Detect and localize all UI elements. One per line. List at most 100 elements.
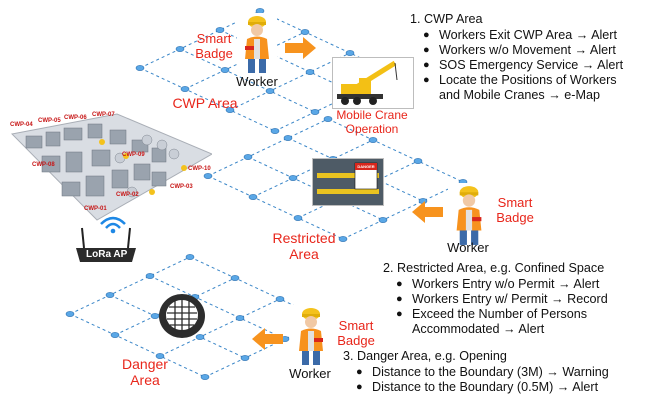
sensor-node-icon (283, 135, 293, 141)
site-label: CWP-01 (84, 206, 107, 212)
worker-label-cwp: Worker (236, 74, 278, 89)
sensor-node-icon (220, 67, 230, 73)
sensor-node-icon (235, 315, 245, 321)
worker-icon (456, 186, 482, 245)
sensor-node-icon (338, 236, 348, 242)
grid-line (149, 275, 286, 340)
worker-icon (299, 308, 323, 365)
sensor-node-icon (230, 275, 240, 281)
sensor-node-icon (200, 374, 210, 380)
sensor-node-icon (185, 254, 195, 260)
site-label: CWP-06 (64, 115, 87, 121)
arrow-left-icon (412, 201, 443, 223)
sensor-node-icon (323, 116, 333, 122)
sensor-node-icon (215, 27, 225, 33)
worker-card-cwp (237, 13, 277, 75)
section-title: 3. Danger Area, e.g. Opening (343, 349, 507, 363)
worker-label-danger: Worker (289, 366, 331, 381)
wifi-icon (100, 216, 126, 234)
section-cwp: 1. CWP Area Workers Exit CWP Area → Aler… (410, 12, 623, 103)
grid-line (259, 10, 396, 75)
list-item: Workers Entry w/ Permit → Record (394, 292, 608, 307)
sensor-node-icon (175, 46, 185, 52)
sensor-node-icon (195, 334, 205, 340)
sensor-node-icon (413, 158, 423, 164)
grid-line (327, 118, 464, 183)
confined-space-icon (313, 159, 383, 205)
worker-label-restricted: Worker (447, 240, 489, 255)
sensor-node-icon (368, 137, 378, 143)
list-item: SOS Emergency Service → Alert (421, 58, 623, 73)
site-label: CWP-08 (32, 162, 55, 168)
grid-line (342, 181, 464, 240)
sensor-node-icon (145, 273, 155, 279)
sensor-node-icon (288, 175, 298, 181)
gateway-label: LoRa AP (86, 249, 128, 260)
section-restricted: 2. Restricted Area, e.g. Confined Space … (383, 261, 608, 337)
danger-sign-label: DANGER (357, 164, 375, 169)
site-label: CWP-10 (188, 166, 211, 172)
site-label: CWP-05 (38, 118, 61, 124)
list-item: Workers w/o Movement → Alert (421, 43, 623, 58)
sensor-node-icon (345, 50, 355, 56)
grid-line (69, 313, 206, 378)
sensor-node-icon (248, 194, 258, 200)
plant-site-labels: CWP-04 CWP-05 CWP-06 CWP-07 CWP-08 CWP-0… (2, 112, 212, 222)
grid-line (139, 67, 276, 132)
sensor-node-icon (275, 296, 285, 302)
sensor-node-icon (155, 353, 165, 359)
sensor-node-icon (135, 65, 145, 71)
site-label: CWP-07 (92, 112, 115, 118)
zone-label-cwp: CWP Area (172, 95, 238, 111)
list-item: Distance to the Boundary (3M) → Warning (354, 365, 609, 380)
worker-card-danger (290, 305, 332, 367)
site-label: CWP-02 (116, 192, 139, 198)
sensor-node-icon (203, 173, 213, 179)
site-label: CWP-04 (10, 122, 33, 128)
mobile-crane-image (332, 57, 414, 109)
arrow-right-icon (285, 37, 316, 59)
section-danger: 3. Danger Area, e.g. Opening Distance to… (343, 349, 609, 395)
worker-card-restricted (448, 183, 490, 247)
grid-line (207, 175, 344, 240)
sensor-node-icon (180, 86, 190, 92)
worker-icon (245, 16, 269, 73)
grid-line (189, 256, 326, 321)
list-item: Workers Exit CWP Area → Alert (421, 28, 623, 43)
sensor-node-icon (265, 88, 275, 94)
sensor-node-icon (240, 355, 250, 361)
sensor-node-icon (65, 311, 75, 317)
arrow-left-icon (252, 328, 283, 350)
grid-line (159, 298, 281, 357)
confined-space-image: DANGER (312, 158, 384, 206)
router-icon (76, 227, 136, 262)
list-item: Workers Entry w/o Permit → Alert (394, 277, 608, 292)
sensor-node-icon (305, 69, 315, 75)
sensor-node-icon (293, 215, 303, 221)
sensor-node-icon (270, 128, 280, 134)
site-label: CWP-09 (122, 152, 145, 158)
grid-line (207, 118, 329, 177)
lora-gateway: LoRa AP (72, 226, 140, 266)
sensor-node-icon (300, 29, 310, 35)
sensor-node-icon (310, 109, 320, 115)
sensor-node-icon (225, 107, 235, 113)
list-item: Exceed the Number of PersonsAccommodated… (394, 307, 608, 337)
sensor-node-icon (105, 292, 115, 298)
sensor-node-icon (110, 332, 120, 338)
grid-line (229, 52, 351, 111)
sensor-node-icon (378, 217, 388, 223)
manhole-icon (159, 294, 205, 338)
plant-map (10, 113, 212, 221)
section-title: 2. Restricted Area, e.g. Confined Space (383, 261, 605, 275)
section-title: 1. CWP Area (410, 12, 483, 26)
grid-line (69, 256, 191, 315)
grid-line (179, 48, 316, 113)
